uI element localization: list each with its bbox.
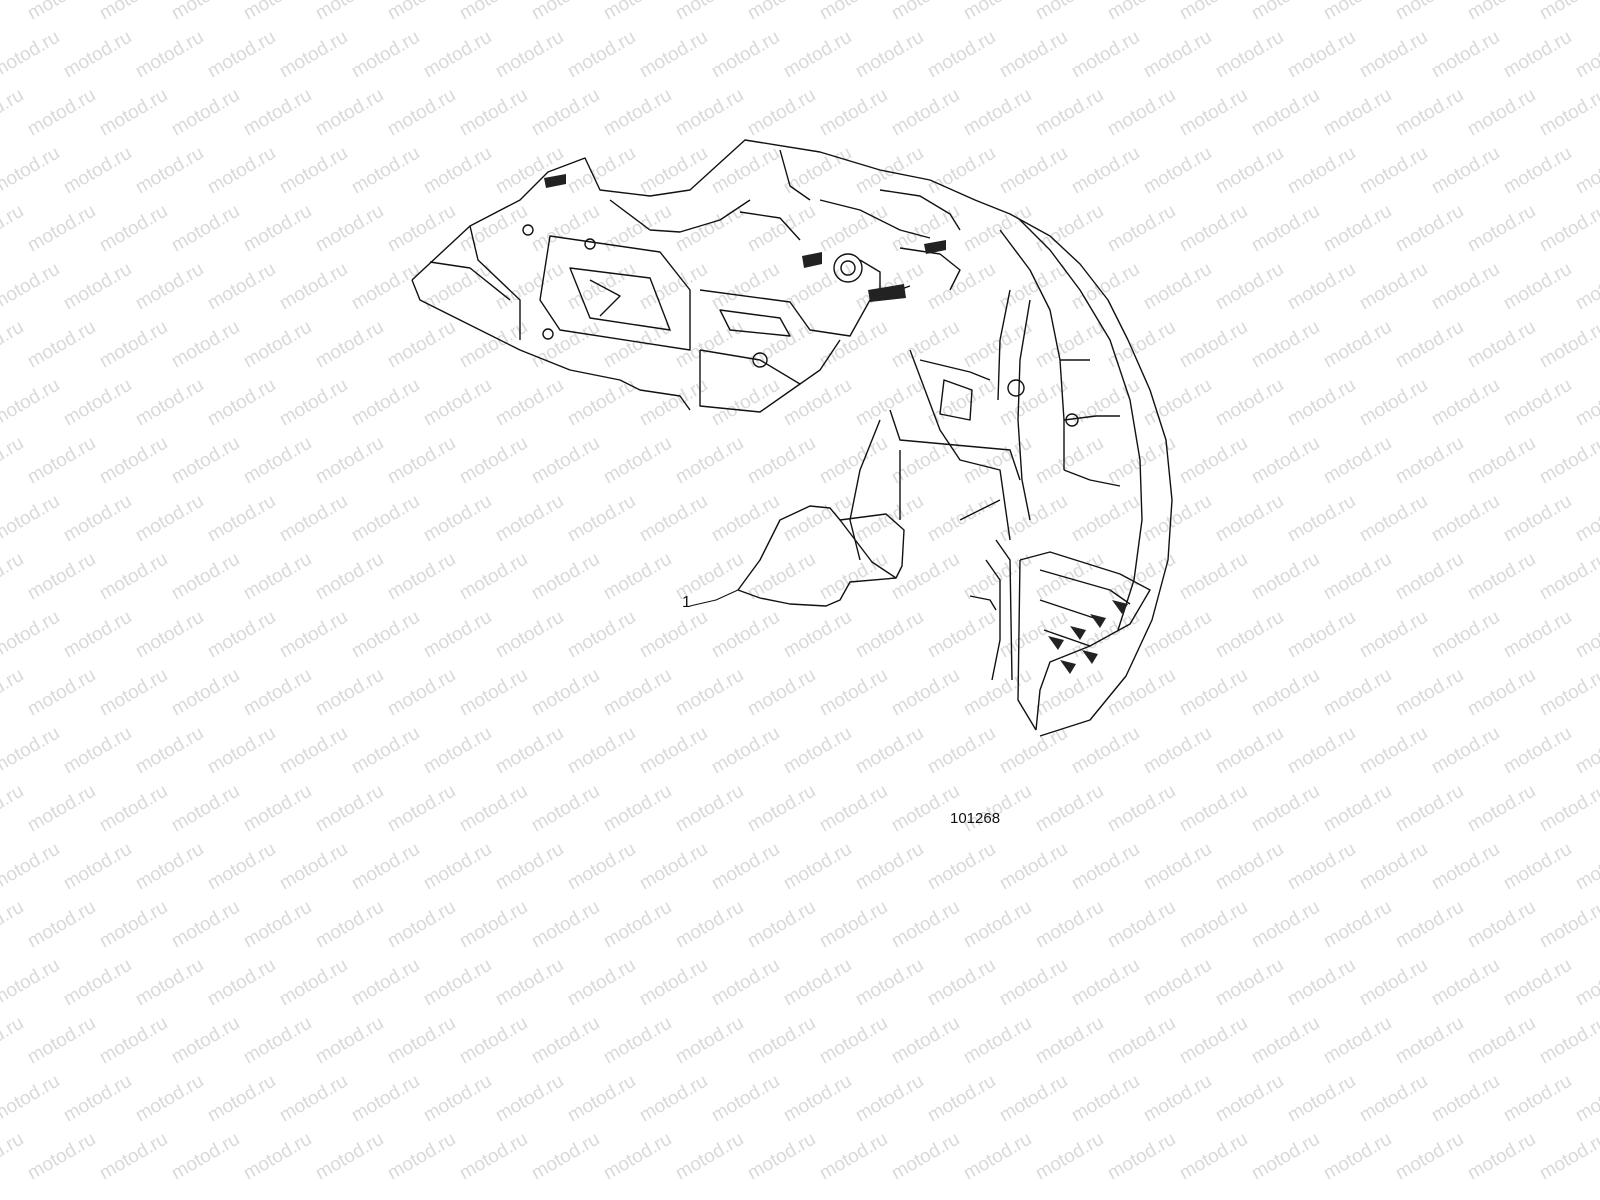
footrest bbox=[1019, 551, 1151, 731]
rack-lower-edge bbox=[411, 279, 691, 411]
fender-rear-panel bbox=[1017, 299, 1031, 521]
rack-front-block bbox=[539, 235, 691, 351]
dark-detail-marks bbox=[544, 174, 1128, 674]
rack-outline bbox=[411, 139, 1173, 737]
fender-inner-arc bbox=[1019, 219, 1143, 631]
part-1-panel bbox=[737, 505, 905, 607]
fuel-cap bbox=[833, 253, 863, 283]
figure-number: 101268 bbox=[950, 810, 1001, 827]
callout-label-1: 1 bbox=[682, 594, 691, 611]
callout-leader-1 bbox=[689, 589, 739, 607]
